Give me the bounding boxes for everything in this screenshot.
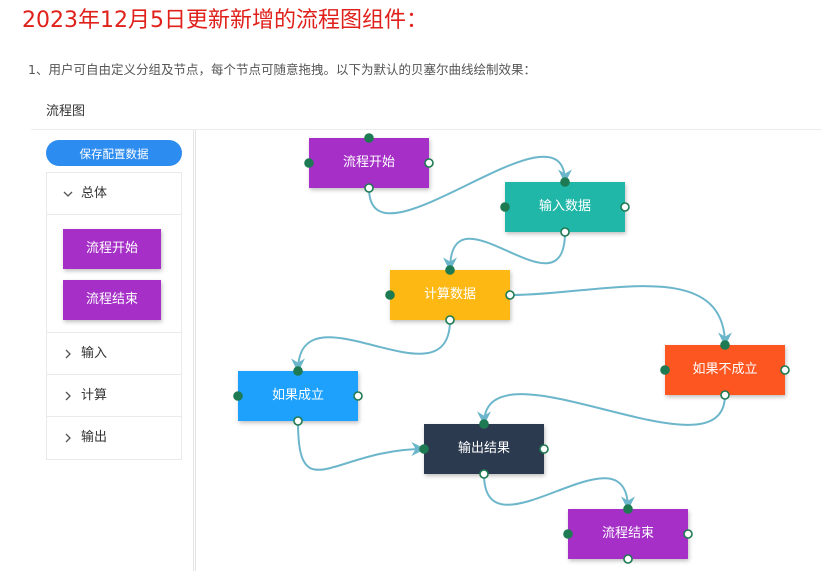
group-header-overall[interactable]: 总体 [47, 173, 181, 215]
page-heading: 2023年12月5日更新新增的流程图组件： [22, 8, 428, 33]
flow-node-fail[interactable]: 如果不成立 [665, 345, 785, 395]
anchor-ok-right[interactable] [353, 391, 363, 401]
group-header-calc[interactable]: 计算 [47, 375, 181, 417]
group-content-overall: 流程开始 流程结束 [47, 215, 181, 333]
flow-link-fail-output[interactable] [477, 393, 726, 426]
flow-canvas[interactable]: 流程开始输入数据计算数据如果不成立如果成立输出结果流程结束 [196, 130, 821, 571]
anchor-end-bottom[interactable] [623, 554, 633, 564]
anchor-fail-left[interactable] [660, 365, 670, 375]
anchor-output-left[interactable] [419, 444, 429, 454]
chevron-right-icon [61, 389, 75, 403]
panel-body: 保存配置数据 总体 流程开始 流程结束 输入 [31, 130, 821, 571]
anchor-fail-top[interactable] [720, 340, 730, 350]
link-layer [233, 133, 790, 564]
anchor-input-right[interactable] [620, 202, 630, 212]
node-sidebar: 保存配置数据 总体 流程开始 流程结束 输入 [31, 130, 193, 571]
save-config-button[interactable]: 保存配置数据 [46, 140, 182, 166]
palette-node-start[interactable]: 流程开始 [63, 229, 161, 269]
anchor-end-top[interactable] [623, 504, 633, 514]
anchor-ok-left[interactable] [233, 391, 243, 401]
flow-node-output[interactable]: 输出结果 [424, 424, 544, 474]
group-header-output[interactable]: 输出 [47, 417, 181, 459]
palette-node-end[interactable]: 流程结束 [63, 280, 161, 320]
group-label: 计算 [81, 387, 108, 403]
anchor-start-top[interactable] [364, 133, 374, 143]
group-label: 输出 [81, 430, 108, 445]
page-description: 1、用户可自由定义分组及节点，每个节点可随意拖拽。以下为默认的贝塞尔曲线绘制效果… [28, 62, 536, 77]
anchor-start-left[interactable] [304, 158, 314, 168]
anchor-start-bottom[interactable] [364, 183, 374, 193]
anchor-output-right[interactable] [539, 444, 549, 454]
flow-node-ok[interactable]: 如果成立 [238, 371, 358, 421]
anchor-end-right[interactable] [683, 529, 693, 539]
chevron-down-icon [61, 187, 75, 201]
splitter-handle[interactable] [193, 130, 196, 571]
anchor-end-left[interactable] [563, 529, 573, 539]
group-label: 输入 [81, 345, 108, 361]
flow-link-input-calc[interactable] [443, 231, 566, 272]
flow-link-calc-fail[interactable] [509, 285, 732, 347]
anchor-calc-bottom[interactable] [445, 315, 455, 325]
flow-link-ok-output[interactable] [297, 420, 426, 471]
anchor-calc-right[interactable] [505, 290, 515, 300]
anchor-calc-top[interactable] [445, 265, 455, 275]
anchor-input-top[interactable] [560, 177, 570, 187]
anchor-fail-bottom[interactable] [720, 390, 730, 400]
flow-node-start[interactable]: 流程开始 [309, 138, 429, 188]
chevron-right-icon [61, 431, 75, 445]
anchor-input-left[interactable] [500, 202, 510, 212]
flow-link-start-input[interactable] [368, 155, 572, 215]
flow-link-output-end[interactable] [483, 473, 635, 511]
flow-node-end[interactable]: 流程结束 [568, 509, 688, 559]
anchor-output-bottom[interactable] [479, 469, 489, 479]
chevron-right-icon [61, 347, 75, 361]
group-accordion: 总体 流程开始 流程结束 输入 计算 [46, 172, 182, 460]
group-label: 总体 [81, 185, 108, 201]
anchor-input-bottom[interactable] [560, 227, 570, 237]
panel-header: 流程图 [31, 81, 821, 130]
anchor-ok-bottom[interactable] [293, 416, 303, 426]
anchor-output-top[interactable] [479, 419, 489, 429]
group-header-input[interactable]: 输入 [47, 333, 181, 375]
flow-node-calc[interactable]: 计算数据 [390, 270, 510, 320]
flow-node-input[interactable]: 输入数据 [505, 182, 625, 232]
anchor-ok-top[interactable] [293, 366, 303, 376]
anchor-calc-left[interactable] [385, 290, 395, 300]
flow-link-calc-ok[interactable] [291, 319, 451, 373]
anchor-fail-right[interactable] [780, 365, 790, 375]
flowchart-panel: 流程图 保存配置数据 总体 流程开始 流程结束 [31, 81, 821, 571]
anchor-start-right[interactable] [424, 158, 434, 168]
panel-title: 流程图 [46, 104, 86, 119]
